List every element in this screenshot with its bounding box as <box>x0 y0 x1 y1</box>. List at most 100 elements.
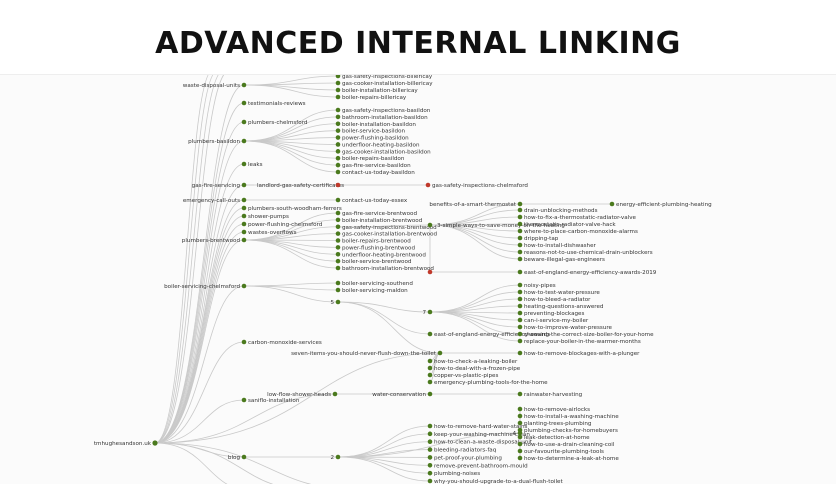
tree-node[interactable] <box>518 392 523 397</box>
tree-node[interactable] <box>518 318 523 323</box>
tree-node[interactable] <box>428 424 433 429</box>
tree-node-label[interactable]: underfloor-heating-brentwood <box>342 252 426 258</box>
tree-node[interactable] <box>518 270 523 275</box>
tree-node-label[interactable]: gas-safety-inspections-basildon <box>342 108 431 114</box>
root-label[interactable]: tmhughesandson.uk <box>94 441 152 447</box>
tree-node-label[interactable]: boiler-service-basildon <box>342 129 406 135</box>
tree-node[interactable] <box>242 230 247 235</box>
tree-node-label[interactable]: power-flushing-chelmsford <box>248 222 323 228</box>
tree-node[interactable] <box>428 380 433 385</box>
tree-node[interactable] <box>336 288 341 293</box>
tree-node[interactable] <box>336 170 341 175</box>
tree-node[interactable] <box>336 128 341 133</box>
tree-node[interactable] <box>336 149 341 154</box>
tree-node[interactable] <box>518 332 523 337</box>
tree-node-label[interactable]: boiler-repairs-basildon <box>342 156 405 162</box>
tree-node[interactable] <box>518 421 523 426</box>
tree-node-label[interactable]: carbon-monoxide-services <box>248 340 322 346</box>
tree-node-label[interactable]: 2 <box>330 455 334 461</box>
tree-node-label[interactable]: leak-detection-at-home <box>524 435 590 441</box>
tree-node[interactable] <box>518 428 523 433</box>
tree-node[interactable] <box>428 332 433 337</box>
tree-node-label[interactable]: how-to-deal-with-a-frozen-pipe <box>434 366 521 372</box>
tree-node[interactable] <box>336 198 341 203</box>
tree-node-label[interactable]: plumbers-chelmsford <box>248 120 308 126</box>
landlord-label[interactable]: landlord-gas-safety-certificates <box>257 183 344 189</box>
tree-node-label[interactable]: east-of-england-energy-efficiency-awards… <box>524 270 657 276</box>
tree-node-label[interactable]: how-to-check-a-leaking-boiler <box>434 359 518 365</box>
tree-node[interactable] <box>518 449 523 454</box>
tree-node[interactable] <box>336 81 341 86</box>
tree-node[interactable] <box>518 304 523 309</box>
tree-node-label[interactable]: boiler-installation-billericay <box>342 88 418 94</box>
tree-node-label[interactable]: boiler-servicing-maldon <box>342 288 408 294</box>
tree-node-label[interactable]: plumbers-brentwood <box>182 238 241 244</box>
tree-node[interactable] <box>428 439 433 444</box>
tree-node[interactable] <box>336 108 341 113</box>
tree-node[interactable] <box>428 392 433 397</box>
tree-node-label[interactable]: leaks <box>248 162 263 168</box>
root-node[interactable] <box>152 440 157 445</box>
tree-node-label[interactable]: saniflo-installation <box>248 398 300 404</box>
tree-node-label[interactable]: waste-disposal-units <box>183 83 240 89</box>
tree-node-label[interactable]: east-of-england-energy-efficiency-awards <box>434 332 550 338</box>
tree-node[interactable] <box>336 183 341 188</box>
tree-node[interactable] <box>336 75 341 78</box>
tree-node[interactable] <box>242 198 247 203</box>
tree-node[interactable] <box>336 300 341 305</box>
tree-node-label[interactable]: rainwater-harvesting <box>524 392 583 398</box>
tree-node-label[interactable]: gas-cooker-installation-billericay <box>342 81 433 87</box>
tree-node-label[interactable]: emergency-call-outs <box>183 198 240 204</box>
tree-node-label[interactable]: boiler-servicing-chelmsford <box>164 284 240 290</box>
tree-node-label[interactable]: preventing-blockages <box>524 311 584 317</box>
tree-node[interactable] <box>518 215 523 220</box>
tree-node[interactable] <box>242 183 247 188</box>
tree-node[interactable] <box>242 284 247 289</box>
tree-node[interactable] <box>426 183 431 188</box>
tree-node[interactable] <box>518 257 523 262</box>
tree-node[interactable] <box>242 120 247 125</box>
tree-node-label[interactable]: water-conservation <box>372 392 426 398</box>
tree-node-label[interactable]: power-flushing-brentwood <box>342 245 415 251</box>
tree-node[interactable] <box>242 398 247 403</box>
tree-node-label[interactable]: how-to-install-dishwasher <box>524 243 597 249</box>
tree-node-label[interactable]: how-to-improve-water-pressure <box>524 325 613 331</box>
tree-node-label[interactable]: boiler-repairs-billericay <box>342 95 407 101</box>
tree-node-label[interactable]: can-i-service-my-boiler <box>524 318 589 324</box>
tree-node-label[interactable]: gas-cooker-installation-brentwood <box>342 232 438 238</box>
tree-node[interactable] <box>428 455 433 460</box>
tree-node[interactable] <box>518 208 523 213</box>
tree-node-label[interactable]: where-to-place-carbon-monoxide-alarms <box>524 229 638 235</box>
tree-node[interactable] <box>428 471 433 476</box>
tree-node-label[interactable]: boiler-servicing-southend <box>342 281 413 287</box>
tree-node[interactable] <box>518 243 523 248</box>
tree-node[interactable] <box>518 351 523 356</box>
tree-node[interactable] <box>428 359 433 364</box>
tree-node[interactable] <box>336 115 341 120</box>
tree-node-label[interactable]: thermostatic-radiator-valve-hack <box>524 222 616 228</box>
tree-node-label[interactable]: energy-efficient-plumbing-heating <box>616 202 712 208</box>
tree-node[interactable] <box>428 373 433 378</box>
tree-node-label[interactable]: our-favourite-plumbing-tools <box>524 449 604 455</box>
tree-node[interactable] <box>518 311 523 316</box>
tree-node[interactable] <box>336 238 341 243</box>
tree-node[interactable] <box>428 223 433 228</box>
tree-node-label[interactable]: gas-safety-inspections-brentwood <box>342 225 437 231</box>
tree-node-label[interactable]: testimonials-reviews <box>248 101 306 107</box>
tree-node-label[interactable]: planting-trees-plumbing <box>524 421 592 427</box>
tree-node-label[interactable]: how-to-bleed-a-radiator <box>524 297 591 303</box>
tree-node-label[interactable]: gas-fire-service-basildon <box>342 163 411 169</box>
tree-node[interactable] <box>333 392 338 397</box>
tree-node[interactable] <box>336 231 341 236</box>
tree-node[interactable] <box>336 211 341 216</box>
tree-node-label[interactable]: boiler-repairs-brentwood <box>342 239 411 245</box>
tree-node[interactable] <box>428 366 433 371</box>
tree-node[interactable] <box>242 83 247 88</box>
tree-node-label[interactable]: wastes-overflows <box>248 230 297 236</box>
tree-node[interactable] <box>518 325 523 330</box>
tree-node-label[interactable]: boiler-service-brentwood <box>342 259 412 265</box>
tree-node-label[interactable]: 7 <box>422 310 426 316</box>
tree-node[interactable] <box>428 479 433 484</box>
tree-node[interactable] <box>428 310 433 315</box>
tree-node[interactable] <box>336 252 341 257</box>
